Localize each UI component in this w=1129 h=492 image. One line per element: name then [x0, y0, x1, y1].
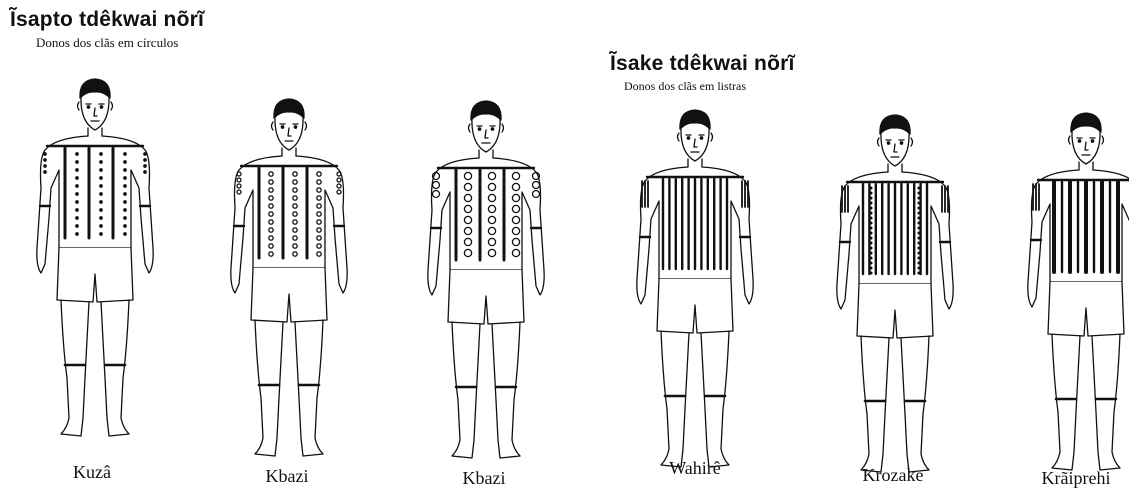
figure-1-name: Kuzâ: [73, 462, 111, 483]
figure-6: [1021, 112, 1129, 477]
body-paint-figure: [224, 98, 354, 463]
figure-2-name: Kbazi: [266, 466, 309, 487]
group-circles-title: Ĩsapto tdêkwai nõrĩ: [10, 8, 204, 32]
body-paint-figure: [421, 100, 551, 465]
figure-2: [224, 98, 354, 463]
figure-4: [630, 109, 760, 474]
body-paint-figure: [30, 78, 160, 443]
body-paint-figure: [630, 109, 760, 474]
body-paint-figure: [830, 114, 960, 479]
figure-6-name: Krãiprehi: [1042, 468, 1111, 489]
body-paint-figure: [1021, 112, 1129, 477]
figure-1: [30, 78, 160, 443]
figure-5: [830, 114, 960, 479]
group-stripes-title: Ĩsake tdêkwai nõrĩ: [610, 52, 795, 76]
figure-3: [421, 100, 551, 465]
figure-5-name: Krozake: [863, 465, 924, 486]
group-stripes-subtitle: Donos dos clãs em listras: [624, 79, 746, 94]
figure-4-name: Wahirê: [669, 458, 721, 479]
group-circles-subtitle: Donos dos clãs em círculos: [36, 35, 178, 51]
figure-3-name: Kbazi: [463, 468, 506, 489]
